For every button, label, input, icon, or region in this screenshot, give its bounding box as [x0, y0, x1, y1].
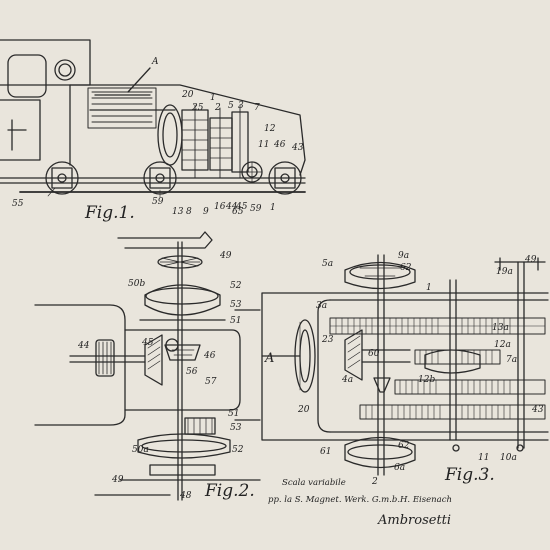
bevel-gears-fig3 — [344, 329, 411, 393]
fig1-label: 65 — [232, 207, 244, 217]
fig1-label: 11 — [258, 140, 269, 150]
fig2-label: 57 — [205, 377, 217, 387]
fig3-label: 2 — [371, 477, 378, 487]
fig3-label: 11 — [478, 453, 489, 463]
fig2-label: 49 — [219, 251, 232, 261]
fig3-label: 23 — [321, 335, 334, 345]
shaft-44 — [69, 339, 146, 377]
fig1-label: 59 — [152, 197, 164, 207]
fig2-label: 52 — [232, 445, 244, 455]
fig1-label: 3 — [238, 101, 244, 111]
fig2-label: 51 — [230, 316, 241, 326]
fig2-section — [34, 231, 261, 501]
fig1-label: 9 — [203, 207, 209, 217]
fig1-label: 8 — [186, 207, 192, 217]
cab-window — [7, 54, 47, 98]
fig2-label: 48 — [179, 491, 192, 501]
fig1-label: 43 — [291, 143, 304, 153]
fig1-label: 16 — [214, 202, 226, 212]
fig1-label: 44 — [225, 202, 238, 212]
fig3-label: A — [264, 351, 274, 366]
fig2-label: 56 — [186, 367, 198, 377]
fig2-label: 53 — [230, 423, 242, 433]
fig1-label: 2 — [214, 103, 221, 113]
fig1-labels: A 20 25 1 2 5 3 7 12 11 46 43 55 59 13 8… — [12, 57, 304, 223]
fig2-label: 45 — [141, 338, 154, 348]
fig2-label: 46 — [203, 351, 216, 361]
fig2-label: 53 — [230, 300, 242, 310]
fig1-label: 12 — [264, 124, 276, 134]
gear-band-upper — [329, 317, 546, 335]
fig3-title: Fig.3. — [444, 465, 495, 485]
fig2-title: Fig.2. — [204, 481, 255, 501]
gear-band-middle — [414, 349, 501, 365]
fig3-label: 19a — [496, 267, 513, 277]
fig2-label: 51 — [228, 409, 239, 419]
fig3-label: 61 — [320, 447, 331, 457]
gear-band-lower — [359, 379, 546, 420]
fig3-label: 43 — [531, 405, 544, 415]
fig1-label: 59 — [250, 204, 262, 214]
fig3-label: 3a — [316, 301, 327, 311]
fig3-label: 4a — [341, 375, 353, 385]
wheel-front — [268, 161, 302, 195]
fig3-plan — [261, 254, 549, 476]
pulley-top — [344, 261, 416, 290]
fig1-label: 46 — [273, 140, 286, 150]
fig1-label: 25 — [191, 103, 204, 113]
fig1-label: 7 — [254, 103, 260, 113]
fig3-label: 6a — [394, 463, 405, 473]
fig1-label: A — [151, 57, 159, 67]
clutch-7a — [424, 349, 481, 374]
fig3-label: 13a — [492, 323, 509, 333]
input-drum — [261, 319, 316, 393]
fig2-labels: 49 50b 52 53 51 44 45 46 56 57 51 53 50a… — [77, 251, 255, 501]
fig3-label: 1 — [426, 283, 432, 293]
fig1-title: Fig.1. — [84, 203, 135, 223]
wheel-rear — [45, 161, 79, 195]
fig2-label: 50b — [128, 279, 145, 289]
fig3-label: 7a — [506, 355, 517, 365]
fig2-label: 44 — [77, 341, 90, 351]
bevel-gears-fig2 — [144, 334, 201, 386]
fig3-label: 9a — [398, 251, 409, 261]
fig3-label: 12b — [418, 375, 435, 385]
fig1-label: 5 — [228, 101, 234, 111]
fig1-label: 55 — [12, 199, 24, 209]
fig3-label: 49 — [524, 255, 537, 265]
fig3-label: 62 — [400, 263, 412, 273]
fig3-label: 5a — [322, 259, 333, 269]
fig1-label: 13 — [172, 207, 184, 217]
fig3-label: 12a — [494, 340, 511, 350]
fig1-label: 1 — [270, 203, 276, 213]
fig2-label: 50a — [132, 445, 149, 455]
fig1-label: 45 — [235, 202, 248, 212]
fig1-label: 20 — [181, 90, 194, 100]
gears-lower-fig2 — [137, 417, 231, 476]
pulley-bottom — [344, 436, 416, 469]
signature: Ambrosetti — [377, 513, 451, 528]
handwritten-notes: Scala variabile pp. la S. Magnet. Werk. … — [268, 478, 452, 528]
fig2-label: 49 — [111, 475, 124, 485]
fig3-labels: 5a 9a 62 1 49 19a 3a 23 60 13a 12a 7a A … — [264, 251, 544, 487]
engine-block — [87, 87, 157, 129]
clutch-upper — [144, 284, 221, 316]
fig3-label: 60 — [368, 349, 380, 359]
fig1-locomotive — [0, 39, 306, 198]
fig1-label: 1 — [210, 93, 216, 103]
fig2-label: 52 — [230, 281, 242, 291]
scale-note: Scala variabile — [282, 478, 346, 488]
applicant-note: pp. la S. Magnet. Werk. G.m.b.H. Eisenac… — [268, 495, 452, 505]
fig3-label: 62 — [398, 441, 410, 451]
fig3-label: 20 — [297, 405, 310, 415]
fig3-label: 10a — [500, 453, 517, 463]
